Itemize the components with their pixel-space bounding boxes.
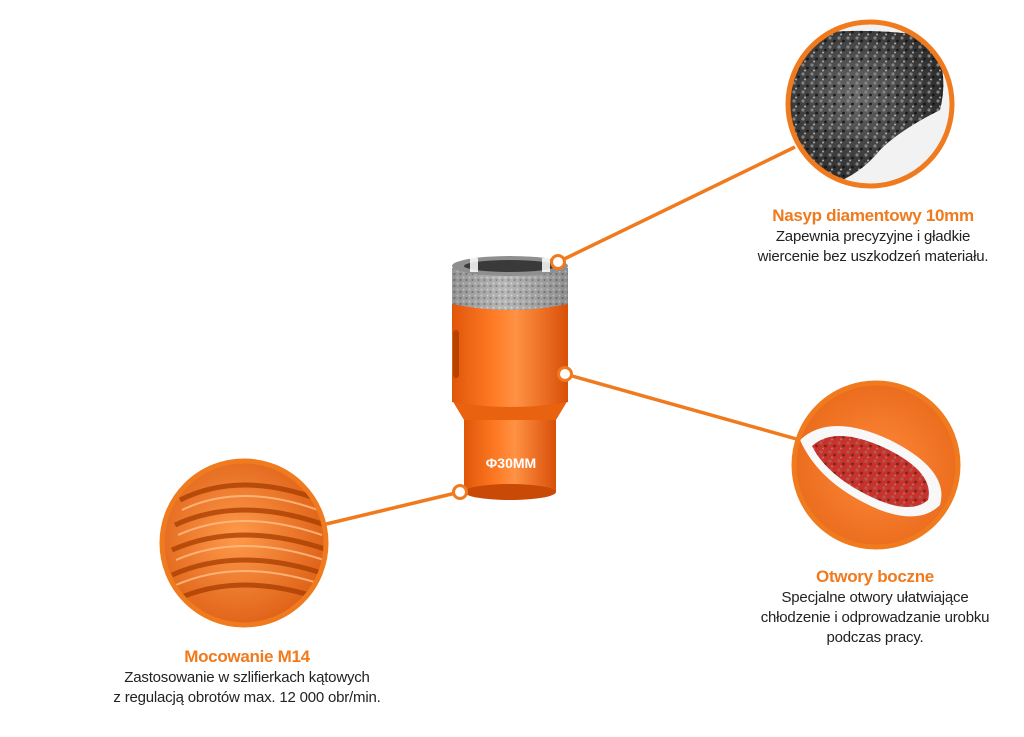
connector-diamond: [557, 145, 796, 264]
connector-holes: [564, 372, 801, 442]
callout-m14-mount: Mocowanie M14 Zastosowanie w szlifierkac…: [92, 646, 402, 708]
anchor-dots: [452, 254, 573, 500]
anchor-dot-diamond: [550, 254, 566, 270]
connector-mount: [321, 490, 461, 527]
callout-diamond-line2: wiercenie bez uszkodzeń materiału.: [757, 248, 989, 265]
callout-holes-line1: Specjalne otwory ułatwiające: [781, 589, 969, 606]
callout-holes-title: Otwory boczne: [816, 567, 934, 586]
callout-side-holes: Otwory boczne Specjalne otwory ułatwiają…: [740, 566, 1010, 648]
zoom-circle-mount: [159, 458, 329, 628]
callout-mount-title: Mocowanie M14: [184, 647, 310, 666]
anchor-dot-holes: [557, 366, 573, 382]
callout-diamond-line1: Zapewnia precyzyjne i gładkie: [775, 228, 971, 245]
zoom-circle-holes: [791, 380, 961, 550]
drill-bit: Φ30MM: [452, 256, 568, 500]
callout-diamond-title: Nasyp diamentowy 10mm: [772, 206, 974, 225]
zoom-circle-diamond: [785, 19, 955, 189]
callout-holes-line2: chłodzenie i odprowadzanie urobku: [760, 609, 990, 626]
callout-mount-line1: Zastosowanie w szlifierkach kątowych: [124, 669, 370, 686]
connector-lines: [321, 145, 801, 527]
anchor-dot-mount: [452, 484, 468, 500]
callout-holes-line3: podczas pracy.: [826, 629, 924, 646]
drill-size-label: Φ30MM: [486, 455, 536, 471]
callout-mount-line2: z regulacją obrotów max. 12 000 obr/min.: [113, 689, 381, 706]
callout-diamond-coating: Nasyp diamentowy 10mm Zapewnia precyzyjn…: [738, 205, 1008, 267]
